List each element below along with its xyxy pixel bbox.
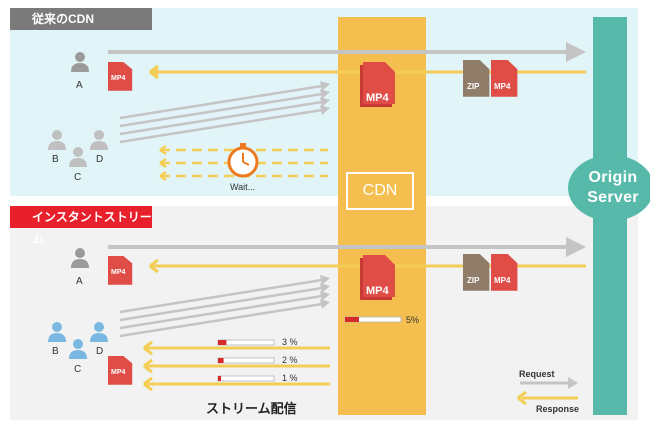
progress-fill — [218, 340, 227, 345]
instant-section-bg — [10, 206, 638, 420]
response-arrowhead — [149, 258, 159, 274]
request-arrowhead — [566, 237, 586, 257]
group-request-arrowheads — [320, 81, 330, 115]
user-b-label: B — [52, 154, 59, 165]
user-c-label: C — [74, 172, 82, 183]
zip-file-label: ZIP — [467, 82, 480, 91]
group-request-arrowheads — [320, 275, 330, 309]
wait-label: Wait... — [230, 182, 256, 192]
section-label-instant: インスタントストリーム — [10, 206, 152, 246]
mp4-file-icon — [363, 255, 395, 297]
user-a-label: A — [76, 276, 83, 287]
origin-server-line1: Origin — [588, 169, 638, 186]
group-request-arrows — [119, 84, 323, 144]
progress-bars — [217, 316, 402, 382]
legend-response-arrowhead — [517, 390, 527, 406]
legend-request-arrowhead — [568, 377, 578, 389]
mp4-file-icon — [491, 254, 518, 291]
mp4-file-label: MP4 — [366, 285, 389, 297]
section-label-traditional: 従来のCDN — [10, 8, 152, 30]
progress-track — [217, 357, 275, 364]
progress-label: 1 % — [282, 373, 298, 383]
origin-server-label: Origin Server — [572, 168, 650, 208]
user-c-label: C — [74, 364, 82, 375]
zip-file-icon — [463, 60, 490, 97]
origin-server-line2: Server — [587, 189, 639, 206]
request-arrowhead — [566, 42, 586, 62]
stream-delivery-caption: ストリーム配信 — [206, 401, 297, 416]
user-d-label: D — [96, 154, 104, 165]
progress-label: 3 % — [282, 337, 298, 347]
cdn-label: CDN — [346, 172, 414, 210]
stream-response-arrows — [143, 340, 330, 392]
group-request-arrows — [119, 278, 323, 338]
progress-label: 2 % — [282, 355, 298, 365]
mp4-file-icon — [491, 60, 518, 97]
user-b-label: B — [52, 346, 59, 357]
zip-file-icon — [463, 254, 490, 291]
stopwatch-icon — [227, 143, 259, 178]
user-a-label: A — [76, 80, 83, 91]
progress-track — [217, 375, 275, 382]
response-arrowhead-outline — [149, 64, 159, 80]
mp4-file-label: MP4 — [111, 369, 126, 376]
zip-file-label: ZIP — [467, 276, 480, 285]
waiting-arrowheads — [159, 144, 167, 182]
progress-fill — [218, 358, 224, 363]
origin-server-badge — [568, 155, 650, 221]
legend-response-label: Response — [536, 404, 580, 414]
mp4-file-label: MP4 — [494, 276, 511, 285]
mp4-file-label: MP4 — [494, 82, 511, 91]
progress-fill — [345, 317, 359, 322]
mp4-file-label: MP4 — [111, 269, 126, 276]
mp4-file-icon — [363, 62, 395, 104]
progress-label: 5% — [406, 315, 420, 325]
progress-fill — [218, 376, 221, 381]
mp4-file-label: MP4 — [366, 92, 389, 104]
mp4-file-label: MP4 — [111, 75, 126, 82]
user-d-label: D — [96, 346, 104, 357]
legend-request-label: Request — [519, 369, 555, 379]
